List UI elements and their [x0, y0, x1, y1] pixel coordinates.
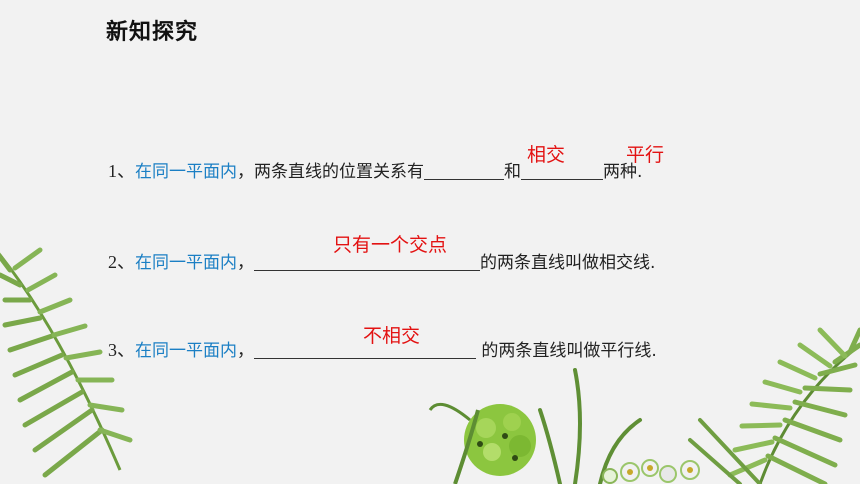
- flower-ball-icon: [428, 402, 536, 484]
- palm-leaf-right-icon: [688, 327, 860, 484]
- question-text: 的两条直线叫做平行线.: [476, 341, 657, 361]
- answer-blank: [424, 157, 504, 180]
- answer-blank: [254, 248, 480, 271]
- question-number: 2、: [108, 252, 135, 272]
- answer-text: 只有一个交点: [333, 234, 448, 256]
- answer-text: 不相交: [363, 325, 421, 347]
- question-text: 两条直线的位置关系有: [254, 162, 424, 182]
- answer-blank: [521, 157, 603, 180]
- question-2: 2、在同一平面内， 的两条直线叫做相交线.: [108, 245, 655, 275]
- comma: ，: [237, 162, 254, 182]
- flowers-bottom-icon: [602, 459, 700, 484]
- highlight-text: 在同一平面内: [135, 162, 237, 182]
- answer-text: 平行: [626, 144, 665, 166]
- answer-blank: [254, 336, 476, 359]
- question-text: 和: [504, 162, 521, 182]
- highlight-text: 在同一平面内: [135, 253, 237, 273]
- question-number: 1、: [108, 161, 135, 181]
- palm-leaf-left-icon: [0, 247, 133, 478]
- comma: ，: [237, 253, 254, 273]
- question-3: 3、在同一平面内， 的两条直线叫做平行线.: [108, 333, 657, 363]
- highlight-text: 在同一平面内: [135, 341, 237, 361]
- question-text: 的两条直线叫做相交线.: [480, 253, 656, 273]
- question-1: 1、在同一平面内，两条直线的位置关系有 和 两种.: [108, 154, 642, 184]
- page-title: 新知探究: [106, 20, 199, 45]
- answer-text: 相交: [527, 144, 566, 166]
- question-number: 3、: [108, 340, 135, 360]
- comma: ，: [237, 341, 254, 361]
- question-text: 两种.: [603, 162, 643, 182]
